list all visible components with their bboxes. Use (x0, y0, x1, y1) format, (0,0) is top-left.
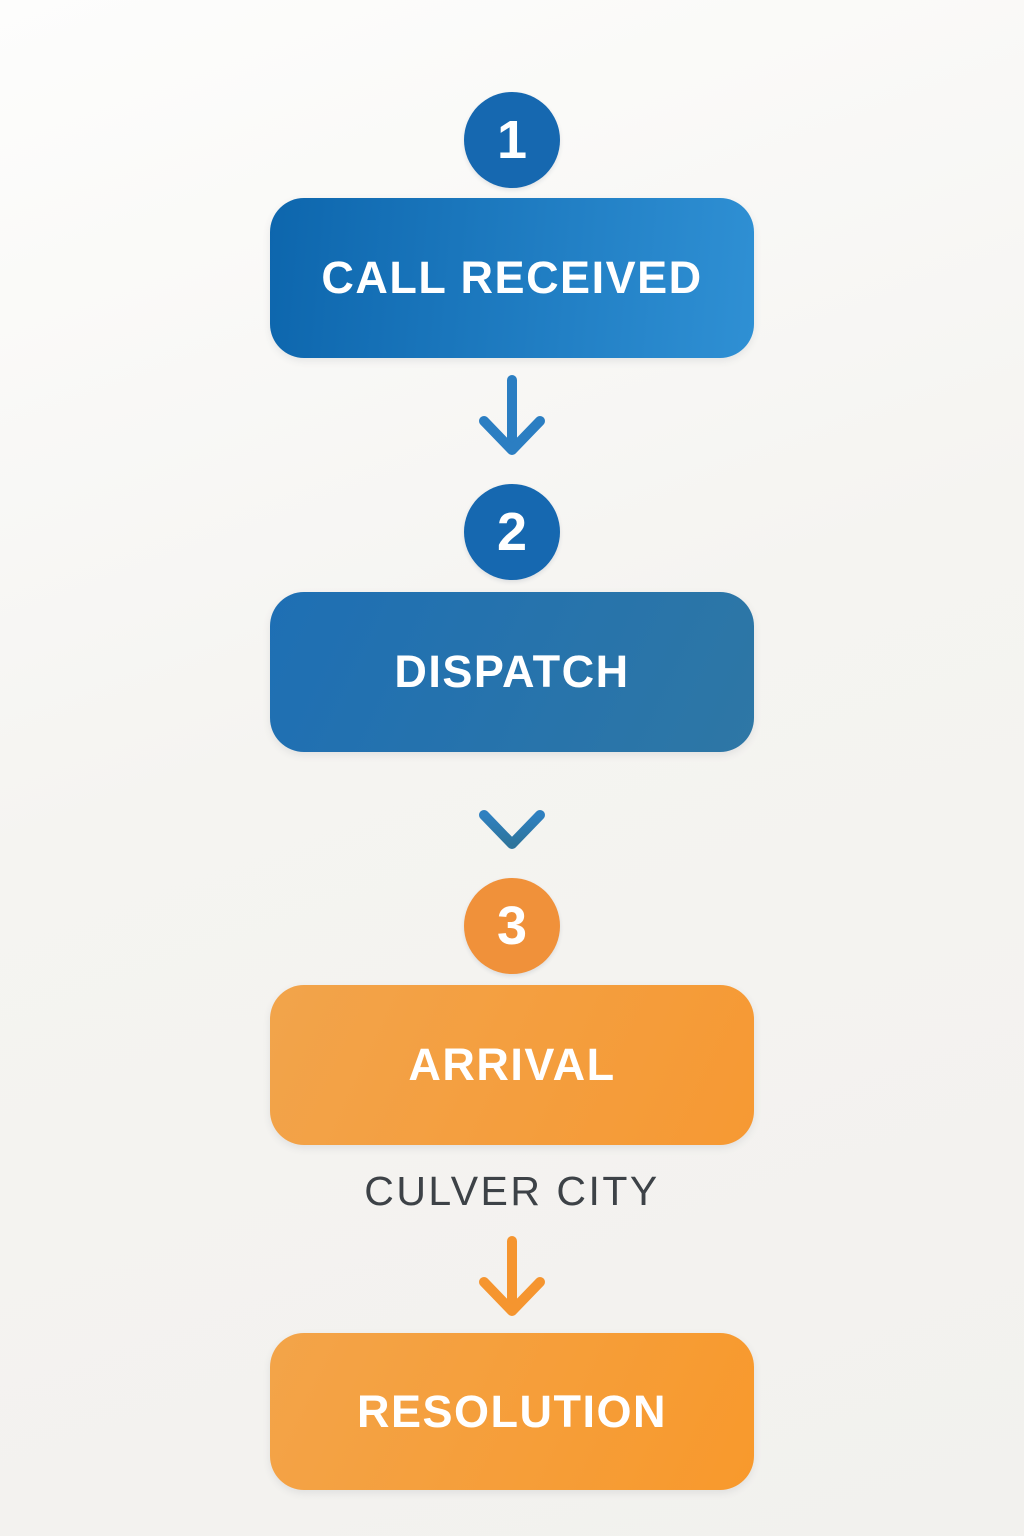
step-2-box-dispatch: DISPATCH (270, 592, 754, 752)
step-3-box-arrival: ARRIVAL (270, 985, 754, 1145)
step-1-number: 1 (496, 110, 528, 170)
final-label: RESOLUTION (356, 1385, 667, 1437)
step-2-label: DISPATCH (394, 646, 630, 697)
down-arrow-icon (479, 1236, 545, 1316)
step-1-label: CALL RECEIVED (321, 252, 703, 303)
annotation-culver-city: CULVER CITY (364, 1168, 660, 1214)
final-box-resolution: RESOLUTION (270, 1333, 754, 1490)
step-1-box-call-received: CALL RECEIVED (270, 198, 754, 358)
step-3-number: 3 (496, 896, 528, 956)
down-arrow-icon (479, 375, 545, 455)
step-2-number-badge: 2 (464, 484, 560, 580)
step-2-number: 2 (496, 502, 528, 562)
down-arrow-icon (479, 769, 545, 849)
step-3-number-badge: 3 (464, 878, 560, 974)
step-1-number-badge: 1 (464, 92, 560, 188)
step-3-label: ARRIVAL (408, 1039, 616, 1090)
